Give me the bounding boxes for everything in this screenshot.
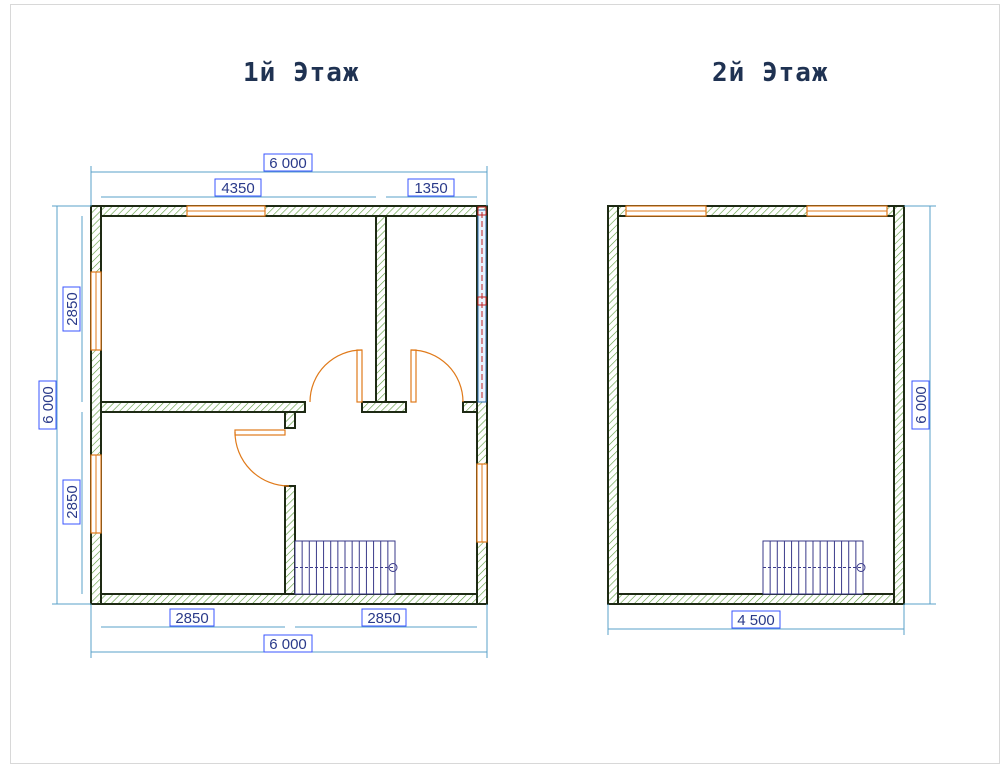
floor1-dim-bottom-right: 2850	[367, 610, 400, 627]
floor2-wall-left	[607, 205, 619, 605]
floor1-wall-mid-horizontal	[100, 401, 306, 413]
floor1-door-leaf-a	[356, 349, 363, 403]
floor1-wall-bottom	[90, 593, 488, 605]
sheet-border	[10, 4, 1000, 764]
floor1-wall-stub-right	[462, 401, 478, 413]
floor1-dim-top-left: 4350	[221, 180, 254, 197]
floor1-dim-top-total-box	[263, 153, 313, 172]
floor1-dim-bottom-total: 6 000	[269, 636, 307, 653]
floor2-dimensions: 6 000 4 500	[607, 205, 936, 635]
floor1-wall-vertical-lower	[284, 485, 296, 595]
stair-start-circle	[388, 563, 398, 572]
floor1-wall-lower-stub	[284, 411, 296, 429]
floor2-dim-right-total-box	[911, 380, 930, 430]
floor2-dim-bottom-total-box	[731, 610, 781, 629]
floor1-dim-left-upper: 2850	[64, 292, 81, 325]
floor1-wall-top	[90, 205, 488, 217]
floor1-dim-top-right-box	[407, 178, 455, 197]
floor1-dim-top-right: 1350	[414, 180, 447, 197]
floor1-plan	[90, 205, 488, 605]
floor1-marker-top	[477, 206, 487, 216]
floor1-door-arc-c	[234, 431, 290, 487]
floor2-plan	[607, 205, 905, 605]
floor1-door-arc-b	[410, 349, 464, 403]
floor1-dimensions: 6 000 4350 1350 6 000 2850 2850	[38, 153, 488, 658]
floor1-wall-vertical-upper	[375, 215, 387, 403]
floor1-dim-top-left-box	[214, 178, 262, 197]
stair-start-circle	[856, 563, 866, 572]
floor2-stair-steps	[763, 541, 866, 594]
floor1-door-arc-a	[309, 349, 363, 403]
floor1-door-leaf-c	[234, 429, 286, 436]
floor2-title: 2й Этаж	[712, 58, 829, 88]
floor2-dim-bottom-total: 4 500	[737, 612, 775, 629]
floor2-dim-right-total: 6 000	[913, 386, 930, 424]
floor1-dim-left-upper-box	[62, 286, 81, 332]
floor2-wall-bottom	[607, 593, 905, 605]
floor1-dim-bottom-left-box	[169, 608, 215, 627]
floor1-wall-stub-center	[361, 401, 407, 413]
floor1-title: 1й Этаж	[243, 58, 360, 88]
floor1-stair-steps	[295, 541, 398, 594]
floor1-dim-left-total: 6 000	[40, 386, 57, 424]
floor1-wall-left	[90, 205, 102, 605]
floor1-dim-top-total: 6 000	[269, 155, 307, 172]
floor1-dim-bottom-left: 2850	[175, 610, 208, 627]
floor1-dim-bottom-total-box	[263, 634, 313, 653]
floor1-dim-left-total-box	[38, 380, 57, 430]
floor1-dim-left-lower-box	[62, 479, 81, 525]
floor1-marker-mid	[477, 296, 487, 306]
floor1-dim-bottom-right-box	[361, 608, 407, 627]
floor1-door-leaf-b	[410, 349, 417, 403]
floor1-dim-left-lower: 2850	[64, 485, 81, 518]
floor2-wall-right	[893, 205, 905, 605]
